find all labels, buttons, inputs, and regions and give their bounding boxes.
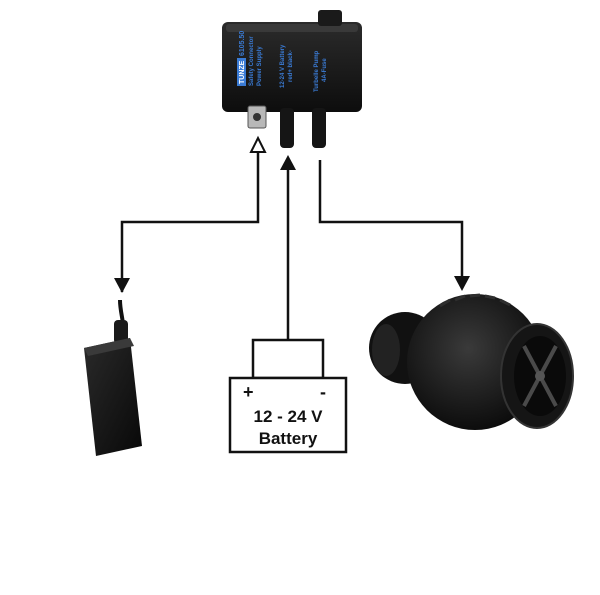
battery-body bbox=[228, 376, 348, 454]
pump-ribs bbox=[439, 293, 511, 308]
pump-mount-face bbox=[372, 324, 400, 376]
power-arrowhead-up bbox=[249, 135, 267, 153]
connection-lines bbox=[120, 150, 464, 340]
power-jack-hole bbox=[253, 113, 261, 121]
battery-voltage: 12 - 24 V bbox=[254, 407, 324, 426]
safety-connector-controller: TUNZE 6105.50 Safety Connector Power Sup… bbox=[222, 10, 362, 148]
power-supply-text: Power Supply bbox=[257, 46, 263, 86]
controller-label-left: TUNZE 6105.50 Safety Connector Power Sup… bbox=[237, 31, 263, 86]
battery-arrowhead-up bbox=[280, 155, 296, 170]
pump-hub bbox=[535, 371, 545, 381]
turbelle-pump bbox=[369, 293, 574, 430]
pump-arrowhead-down bbox=[454, 276, 470, 291]
brand-badge bbox=[237, 58, 246, 86]
battery-plus-sign: + bbox=[243, 382, 254, 402]
safety-connector-text: Safety Connector bbox=[249, 36, 255, 86]
battery-port-text: 12-24 V Battery bbox=[280, 44, 286, 88]
controller-label-mid: 12-24 V Battery red+ black- bbox=[280, 44, 294, 88]
pump-cable-gland bbox=[312, 108, 326, 148]
power-supply-line bbox=[120, 150, 260, 292]
model-text: 6105.50 bbox=[239, 31, 246, 56]
battery: + - 12 - 24 V Battery bbox=[228, 338, 348, 454]
adapter-top-edge bbox=[84, 338, 134, 356]
power-supply-adapter bbox=[84, 299, 142, 456]
controller-body bbox=[222, 22, 362, 112]
adapter-strain-relief bbox=[114, 320, 128, 344]
pump-port-text: Turbelle Pump bbox=[314, 50, 320, 92]
adapter-body bbox=[84, 338, 142, 456]
controller-knob bbox=[318, 10, 342, 26]
power-arrowhead-down bbox=[114, 278, 130, 293]
battery-label: Battery bbox=[259, 429, 318, 448]
battery-minus-sign: - bbox=[320, 382, 326, 402]
pump-line bbox=[318, 160, 464, 278]
fuse-text: 4A-Fuse bbox=[322, 58, 328, 82]
battery-polarity-text: red+ black- bbox=[288, 50, 294, 82]
controller-label-right: Turbelle Pump 4A-Fuse bbox=[314, 50, 328, 92]
battery-cable-gland bbox=[280, 108, 294, 148]
brand-text: TUNZE bbox=[239, 60, 246, 84]
battery-terminal-block bbox=[251, 338, 325, 380]
